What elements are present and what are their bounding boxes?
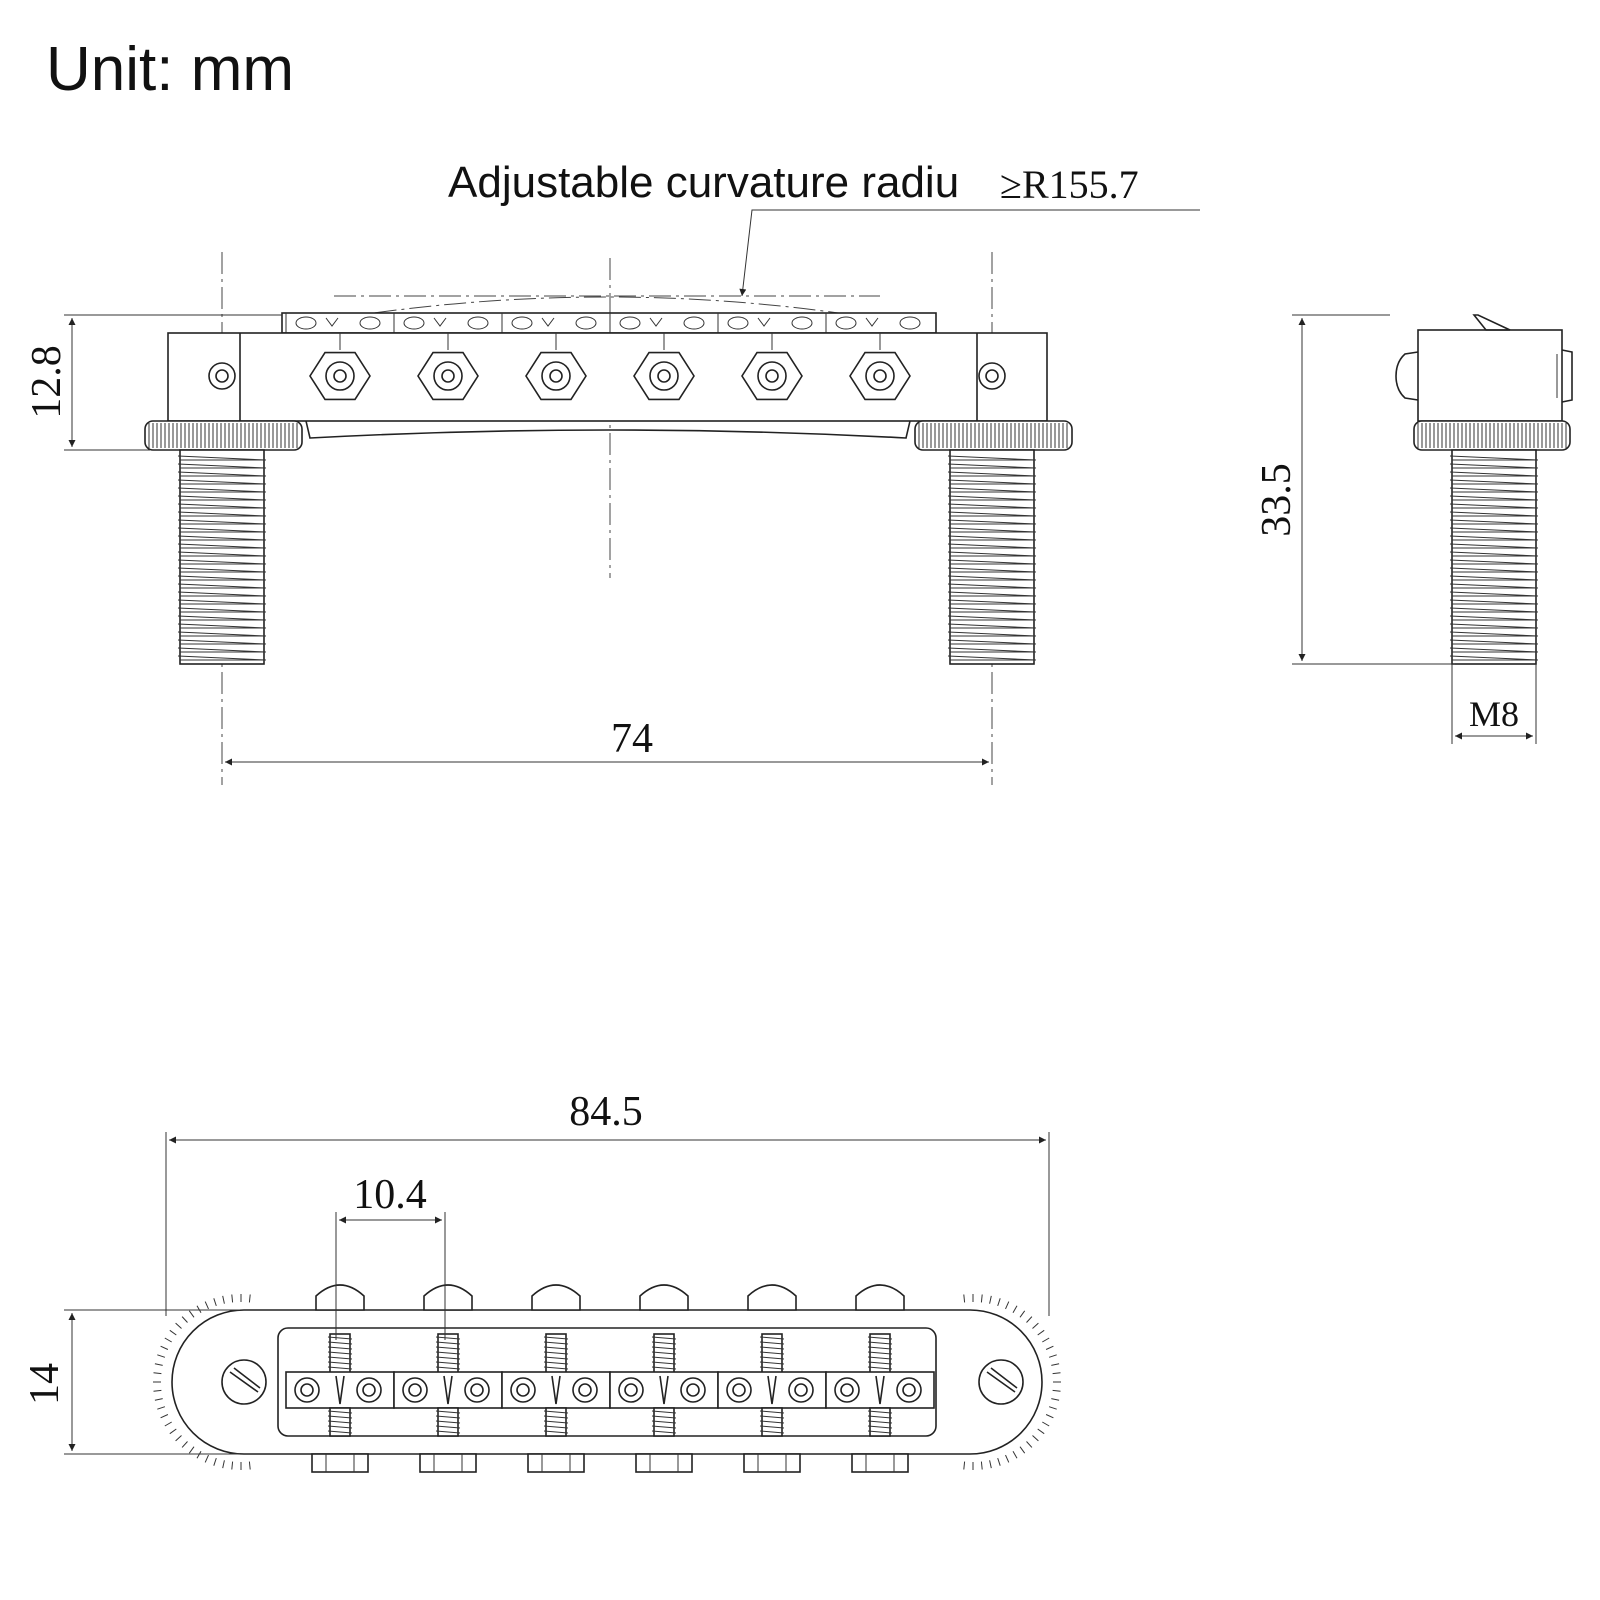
side-thumbwheel <box>1413 420 1571 451</box>
dim-total-length: 84.5 <box>569 1089 643 1135</box>
intonation-screw-hex <box>633 333 695 401</box>
front-saddle <box>609 313 705 333</box>
top-view: 84.5 10.4 14 <box>22 1089 1061 1473</box>
dim-post-spacing: 74 <box>611 716 653 762</box>
side-view: 33.5 M8 <box>1254 314 1573 744</box>
top-saddle <box>825 1284 935 1473</box>
intonation-screw-hex <box>525 333 587 401</box>
right-thumbwheel-knurl <box>963 1294 1061 1470</box>
curvature-radius-value: ≥R155.7 <box>1000 162 1139 207</box>
top-saddle <box>393 1284 503 1473</box>
curvature-annotation: Adjustable curvature radiu <box>448 158 959 207</box>
dim-depth: 14 <box>22 1363 68 1405</box>
side-threaded-post <box>1449 449 1539 665</box>
front-saddle <box>717 313 813 333</box>
front-saddle <box>501 313 597 333</box>
right-thumbwheel <box>914 420 1073 451</box>
right-threaded-post <box>947 449 1037 665</box>
intonation-screw-hex <box>849 333 911 401</box>
dim-bridge-height: 12.8 <box>24 345 70 419</box>
intonation-screw-hex <box>309 333 371 401</box>
top-saddle <box>285 1284 395 1473</box>
annotation-leader-line <box>739 209 1200 297</box>
front-saddle <box>285 313 381 333</box>
side-body <box>1417 329 1563 422</box>
left-thumbwheel <box>144 420 303 451</box>
intonation-screw-hex <box>741 333 803 401</box>
top-saddle <box>501 1284 611 1473</box>
left-threaded-post <box>177 449 267 665</box>
front-saddle <box>393 313 489 333</box>
dim-total-height: 33.5 <box>1254 463 1300 537</box>
bridge-underside-curve <box>305 420 911 439</box>
left-thumbwheel-knurl <box>153 1294 251 1470</box>
front-view: 12.8 74 <box>24 252 1073 785</box>
post-screw-slotted <box>978 1359 1024 1405</box>
bridge-body <box>167 332 1048 422</box>
dim-string-spacing: 10.4 <box>353 1172 427 1218</box>
unit-label: Unit: mm <box>46 35 294 104</box>
post-screw-slotted <box>221 1359 267 1405</box>
intonation-screw-hex <box>417 333 479 401</box>
front-saddle <box>825 313 921 333</box>
top-saddle <box>717 1284 827 1473</box>
dim-thread: M8 <box>1469 694 1519 734</box>
